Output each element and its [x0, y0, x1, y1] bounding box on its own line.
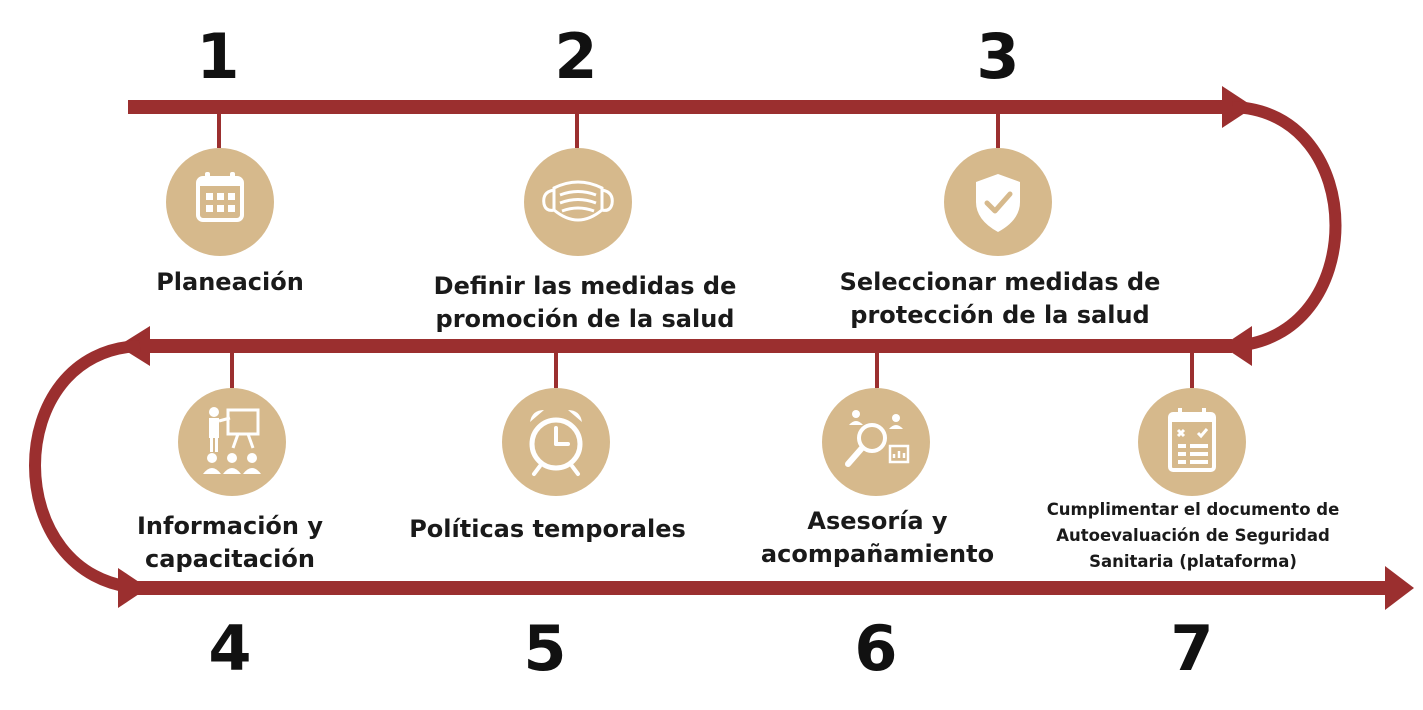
step-label-4: Información y capacitación — [136, 512, 323, 573]
step-number-3: 3 — [976, 20, 1020, 93]
alarm-clock-icon — [502, 388, 610, 496]
calendar-icon — [166, 148, 274, 256]
step-number-7: 7 — [1170, 612, 1214, 685]
step-label-6: Asesoría y acompañamiento — [760, 507, 995, 568]
step-label-5: Políticas temporales — [409, 515, 686, 543]
step-label-3: Seleccionar medidas de protección de la … — [839, 268, 1161, 329]
consulting-search-icon — [822, 388, 930, 496]
step-label-7: Cumplimentar el documento de Autoevaluac… — [1046, 500, 1340, 571]
step-number-2: 2 — [554, 20, 598, 93]
presentation-icon — [178, 388, 286, 496]
step-number-4: 4 — [208, 612, 252, 685]
step-label-2: Definir las medidas de promoción de la s… — [433, 272, 737, 333]
step-number-6: 6 — [854, 612, 898, 685]
step-number-1: 1 — [196, 20, 240, 93]
step-label-1: Planeación — [156, 268, 304, 296]
checklist-calendar-icon — [1138, 388, 1246, 496]
face-mask-icon — [524, 148, 632, 256]
shield-check-icon — [944, 148, 1052, 256]
step-number-5: 5 — [523, 612, 567, 685]
